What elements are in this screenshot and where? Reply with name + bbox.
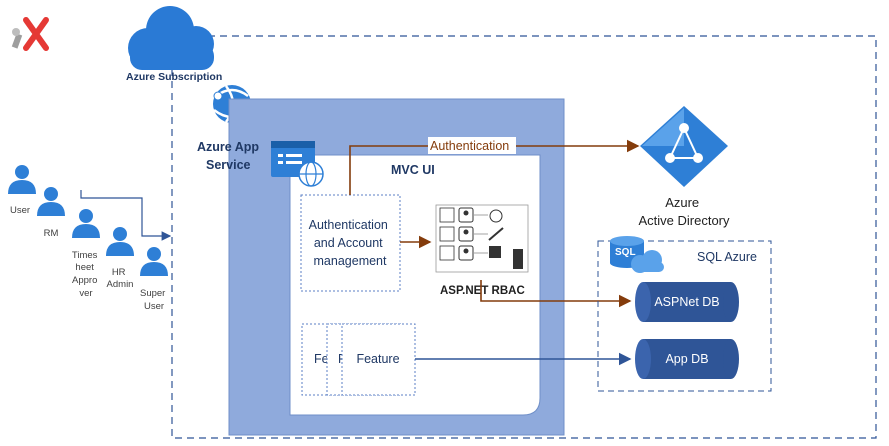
app-db-cylinder [635,339,739,379]
active-directory-label: Azure Active Directory [638,195,730,228]
sql-icon-label: SQL [615,247,636,258]
auth-module-box [300,194,401,292]
timesheet-approver-label: Times heet Appro ver [72,250,100,299]
cloud-icon [128,6,214,70]
app-service-label: Azure App Service [197,140,263,172]
super-user-icon [140,247,168,276]
app-db-label: App DB [665,352,708,366]
sql-azure-title: SQL Azure [697,250,757,264]
azure-subscription-boundary [171,35,877,439]
super-user-label: Super User [140,288,168,312]
web-app-icon [271,141,324,187]
azure-subscription-label: Azure Subscription [126,71,222,83]
aspnet-db-label: ASPNet DB [654,295,719,309]
feature-label: Feature [356,352,399,366]
rm-label: RM [44,228,59,239]
user-icons [8,165,168,276]
timesheet-approver-icon [72,209,100,238]
rbac-label: ASP.NET RBAC [440,285,525,297]
rm-user-icon [37,187,65,216]
users-to-app-connector [80,190,172,241]
hr-admin-label: HR Admin [107,267,134,290]
rbac-to-aspnetdb-connector [480,280,632,308]
active-directory-icon [640,106,728,187]
mvc-ui-title: MVC UI [391,163,435,177]
hr-admin-icon [106,227,134,256]
broken-tool-icon [11,17,49,51]
sql-database-icon [610,236,664,273]
auth-module-label: Authentication and Account management [309,218,392,268]
rbac-illustration [435,204,529,273]
user-icon [8,165,36,194]
authentication-label-bg [428,137,516,154]
aspnet-db-cylinder [635,282,739,322]
feature-box [341,323,416,396]
sql-azure-boundary [597,240,772,392]
authentication-connector-label: Authentication [430,139,509,153]
authentication-connector [349,139,640,195]
feature-back-1-label: Fe [314,352,329,366]
user-label: User [10,205,30,216]
